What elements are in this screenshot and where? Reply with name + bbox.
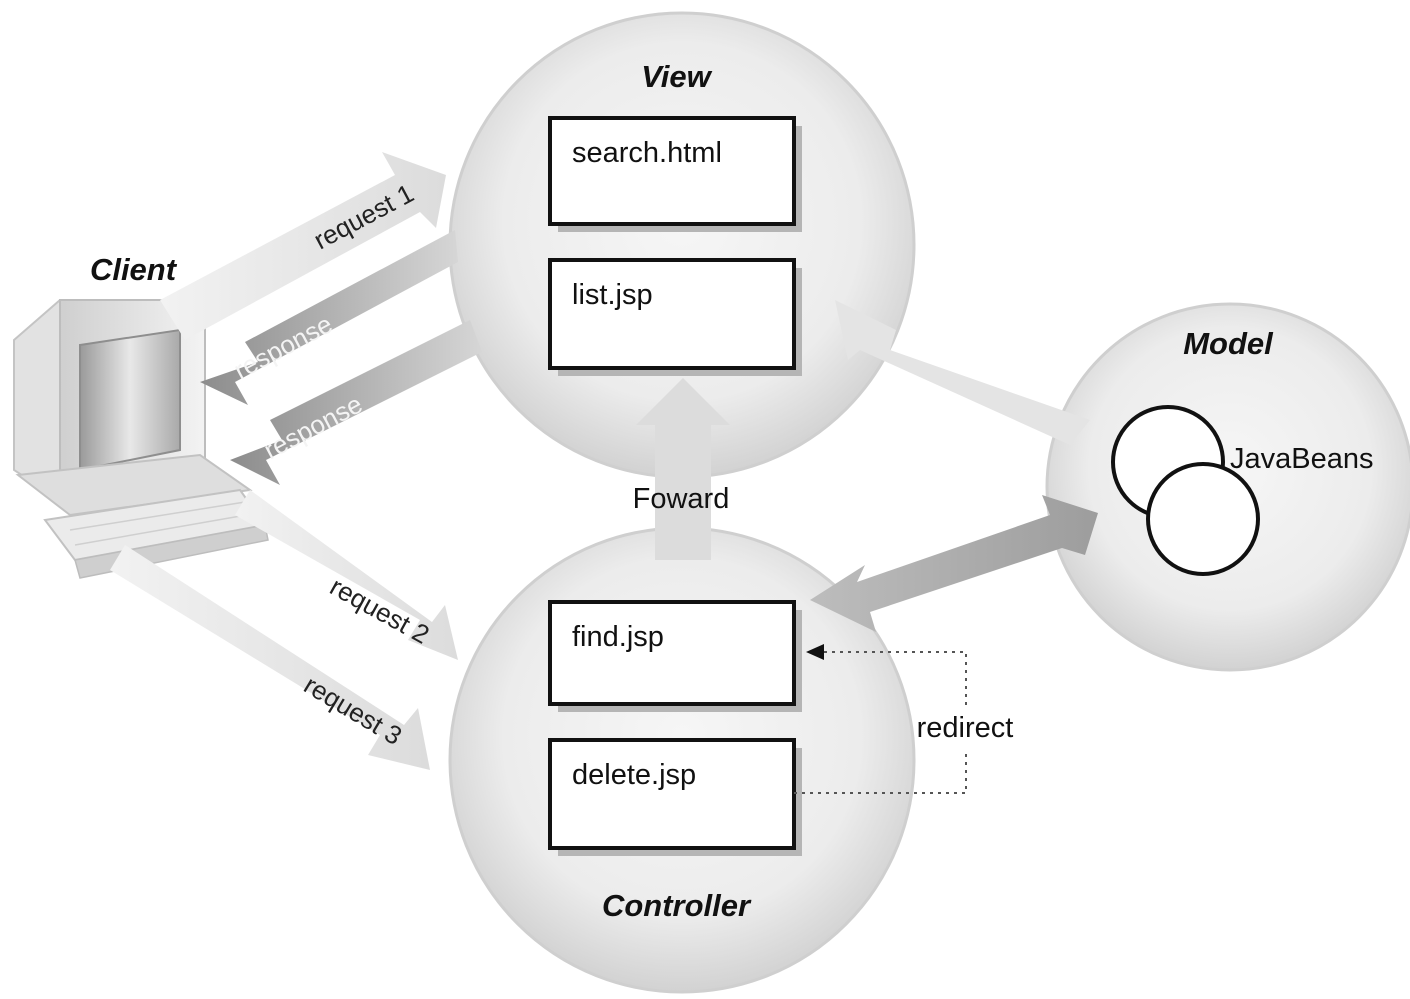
search-html-label: search.html [572,137,722,169]
redirect-arrowhead [806,644,824,660]
response-arrow-1 [200,230,458,405]
controller-file-delete-jsp: delete.jsp [548,738,802,856]
request-2-label: request 2 [325,571,434,650]
controller-title: Controller [602,888,752,923]
request-2-arrow [235,490,458,660]
client-title: Client [90,252,178,287]
list-jsp-label: list.jsp [572,279,653,311]
model-to-view-arrow [835,300,1090,445]
request-3-arrow [110,545,430,770]
find-jsp-label: find.jsp [572,621,664,653]
model-title: Model [1183,326,1274,361]
response-arrow-2 [230,320,482,485]
delete-jsp-label: delete.jsp [572,759,696,791]
redirect-path [794,651,967,794]
forward-label: Foward [633,483,730,515]
request-1-arrow [160,152,446,340]
redirect-label: redirect [917,712,1014,744]
response-1-label: response [229,309,338,386]
controller-file-find-jsp: find.jsp [548,600,802,712]
javabean-circle-2 [1146,462,1260,576]
view-title: View [641,59,712,94]
javabeans-label: JavaBeans [1230,443,1374,475]
client-computer-icon [13,299,269,579]
forward-arrow [636,378,730,560]
view-file-list-jsp: list.jsp [548,258,802,376]
request-3-label: request 3 [299,669,407,751]
view-file-search-html: search.html [548,116,802,232]
controller-model-arrow [810,495,1098,632]
